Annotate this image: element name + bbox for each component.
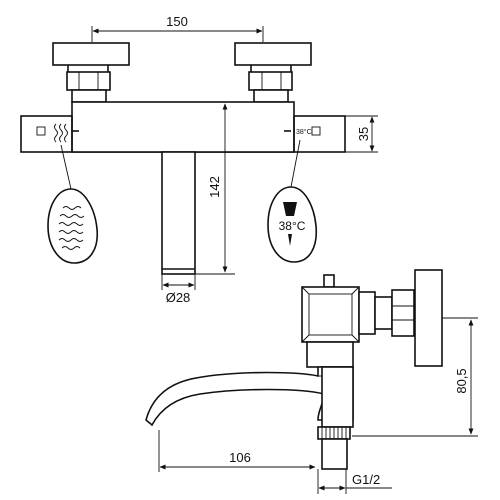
dimension-side-height: 80,5 xyxy=(352,317,478,437)
right-handle xyxy=(234,42,312,103)
dimension-width-top: 150 xyxy=(91,14,264,42)
side-handle xyxy=(414,269,443,367)
top-stud xyxy=(323,274,335,288)
thermometer-icon xyxy=(283,202,297,246)
water-flow-icon xyxy=(58,206,85,250)
thread-label: G1/2 xyxy=(352,472,380,487)
dim-diameter-label: Ø28 xyxy=(166,290,191,305)
dim-150-label: 150 xyxy=(166,14,188,29)
temperature-callout: 38°C xyxy=(267,139,318,263)
flow-callout xyxy=(47,144,99,264)
side-neck xyxy=(306,341,354,368)
thread-connector xyxy=(317,426,351,470)
dim-142-label: 142 xyxy=(207,176,222,198)
dim-35-label: 35 xyxy=(356,127,371,141)
left-handle xyxy=(52,42,130,103)
dimension-spout-height: 142 xyxy=(195,103,235,275)
side-body xyxy=(301,286,415,343)
vertical-spout xyxy=(161,151,196,275)
dimension-spout-reach: 106 xyxy=(158,430,316,472)
water-flow-icon-small xyxy=(54,123,68,143)
dim-106-label: 106 xyxy=(229,450,251,465)
dimension-body-height: 35 xyxy=(345,115,378,153)
thread-dimension: G1/2 xyxy=(317,469,392,494)
temp-marker-small: 38°C xyxy=(296,128,312,136)
mixer-body: 38°C xyxy=(20,101,346,153)
side-view: 80,5 106 xyxy=(145,269,478,494)
front-view: 150 xyxy=(20,14,378,305)
lower-body xyxy=(321,366,354,428)
dimension-spout-diameter: Ø28 xyxy=(161,274,196,305)
temp-label-large: 38°C xyxy=(279,219,306,233)
dim-80-label: 80,5 xyxy=(454,368,469,393)
